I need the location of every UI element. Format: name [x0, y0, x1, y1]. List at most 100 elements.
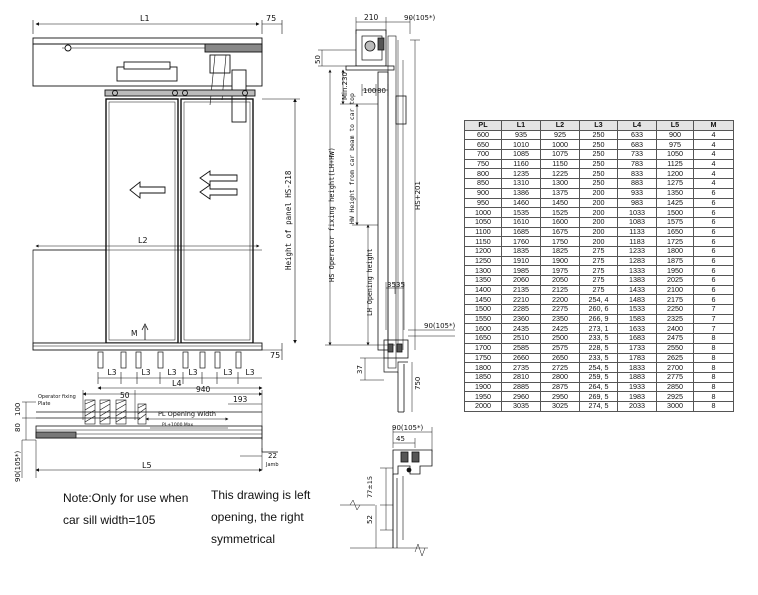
label-pl-small: PL+1000 Max	[162, 422, 194, 428]
table-cell: 1575	[656, 216, 694, 228]
note-left-opening-line1: This drawing is left	[211, 488, 311, 502]
table-cell: 2025	[656, 275, 694, 286]
table-cell: 1975	[540, 265, 580, 276]
table-cell: 600	[464, 129, 502, 141]
table-cell: 8	[693, 333, 734, 344]
dim-52: 52	[366, 515, 374, 524]
table-cell: 2885	[501, 381, 541, 393]
dim-l4: L4	[172, 379, 182, 388]
table-cell: 2135	[501, 284, 541, 296]
dim-80: 80	[14, 423, 22, 432]
table-cell: 650	[464, 139, 502, 151]
table-cell: 1350	[464, 275, 502, 286]
label-jamb: Jamb	[265, 462, 279, 468]
table-cell: 2585	[501, 342, 541, 354]
table-cell: 2950	[540, 391, 580, 402]
table-cell: 1083	[617, 216, 657, 228]
table-cell: 250	[579, 158, 618, 170]
table-cell: 1100	[464, 226, 502, 238]
table-cell: 1550	[464, 313, 502, 325]
table-cell: 1800	[656, 245, 694, 257]
table-cell: 900	[464, 187, 502, 199]
table-cell: 935	[501, 129, 541, 141]
table-cell: 1983	[617, 391, 657, 402]
table-cell: 1450	[464, 294, 502, 306]
table-cell: 1235	[501, 168, 541, 180]
table-cell: 200	[579, 187, 618, 199]
note-left-opening-line2: opening, the right	[211, 510, 304, 524]
table-cell: 2050	[540, 275, 580, 286]
dim-l5: L5	[142, 461, 152, 470]
table-cell: 1383	[617, 275, 657, 286]
table-cell: 983	[617, 197, 657, 209]
table-cell: 1933	[617, 381, 657, 393]
table-cell: 925	[540, 129, 580, 141]
table-cell: 1275	[656, 178, 694, 189]
detail-view	[340, 427, 433, 557]
table-cell: 1483	[617, 294, 657, 306]
note-sill-width-line1: Note:Only for use when	[63, 491, 189, 505]
table-cell: 8	[693, 391, 734, 402]
table-cell: 269, 5	[579, 391, 618, 402]
table-cell: 275	[579, 284, 618, 296]
table-cell: 1460	[501, 197, 541, 209]
dim-750: 750	[414, 377, 422, 390]
table-cell: 1725	[656, 236, 694, 247]
sill-section-labels: 50 940 193 Operator fixing Plate PL Open…	[14, 385, 279, 482]
table-cell: 6	[693, 265, 734, 276]
table-cell: 1225	[540, 168, 580, 180]
table-cell: 6	[693, 236, 734, 247]
dim-35b: 35	[396, 281, 405, 289]
dim-height-panel: Height of panel HS-218	[284, 170, 293, 270]
dim-l3-6: L3	[246, 368, 255, 377]
table-cell: 2850	[656, 381, 694, 393]
table-cell: 1233	[617, 245, 657, 257]
table-cell: 1883	[617, 371, 657, 383]
front-view-labels: L1 75 L2 Height of panel HS-218 75 L3 L3…	[108, 14, 293, 388]
table-cell: 1125	[656, 158, 694, 170]
table-cell: 1583	[617, 313, 657, 325]
table-cell: 7	[693, 313, 734, 325]
side-view-labels: 210 90(105*) 50 Min.230 100 80 HS Operat…	[314, 13, 455, 390]
table-cell: 8	[693, 352, 734, 364]
table-cell: 2550	[656, 342, 694, 354]
table-cell: 1386	[501, 187, 541, 199]
table-cell: 275	[579, 255, 618, 267]
table-cell: 1525	[540, 207, 580, 218]
table-cell: 1000	[464, 207, 502, 218]
table-cell: 275	[579, 265, 618, 276]
note-sill-width-line2: car sill width=105	[63, 513, 156, 527]
table-cell: 6	[693, 294, 734, 306]
table-cell: 950	[464, 197, 502, 209]
table-cell: 2475	[656, 333, 694, 344]
table-cell: 250	[579, 149, 618, 160]
table-cell: 264, 5	[579, 381, 618, 393]
table-cell: 2125	[540, 284, 580, 296]
table-cell: 2925	[656, 391, 694, 402]
table-cell: 259, 5	[579, 371, 618, 383]
table-cell: 2575	[540, 342, 580, 354]
table-cell: 6	[693, 275, 734, 286]
dim-l3-4: L3	[189, 368, 198, 377]
table-cell: 1733	[617, 342, 657, 354]
table-cell: 1200	[464, 245, 502, 257]
table-cell: 6	[693, 284, 734, 296]
table-cell: 750	[464, 158, 502, 170]
dim-940: 940	[196, 385, 211, 394]
table-cell: 200	[579, 236, 618, 247]
table-cell: 1085	[501, 149, 541, 160]
